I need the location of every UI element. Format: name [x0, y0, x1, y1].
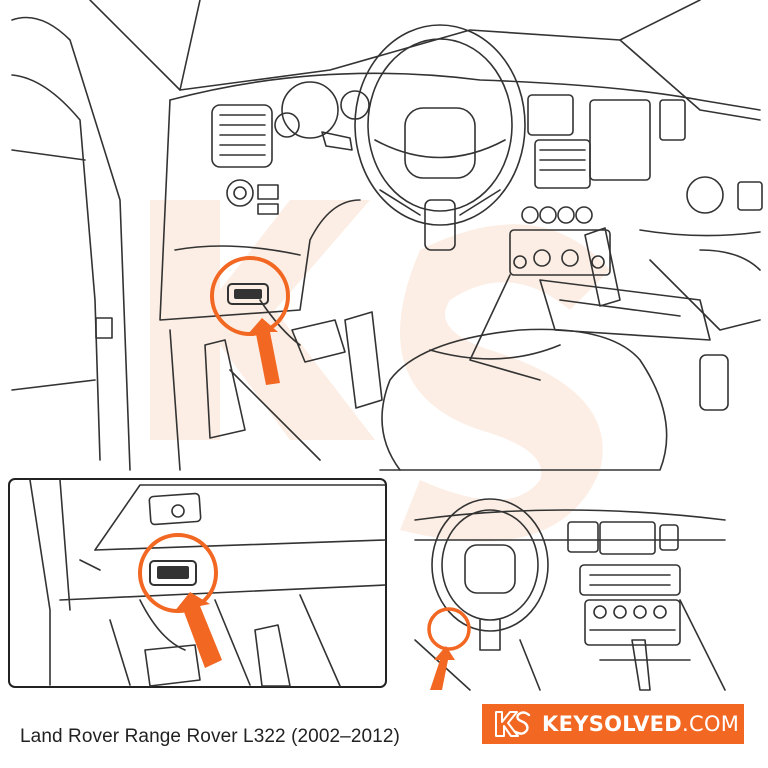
obd-port-callout-main: [210, 256, 290, 385]
inset-right-dash-overview: [414, 498, 726, 691]
inset-left-closeup: [8, 478, 387, 688]
brand-name: KEYSOLVED.COM: [542, 712, 739, 736]
brand-name-suffix: .COM: [682, 712, 740, 736]
vehicle-caption: Land Rover Range Rover L322 (2002–2012): [20, 726, 400, 747]
brand-logo-icon: [495, 711, 531, 737]
brand-name-main: KEYSOLVED: [542, 712, 683, 736]
main-cabin-illustration: [11, 0, 763, 471]
keysolved-brand-badge[interactable]: KEYSOLVED.COM: [482, 704, 744, 744]
obd-port-icon: [227, 283, 269, 305]
pointer-arrow-icon: [248, 318, 280, 385]
